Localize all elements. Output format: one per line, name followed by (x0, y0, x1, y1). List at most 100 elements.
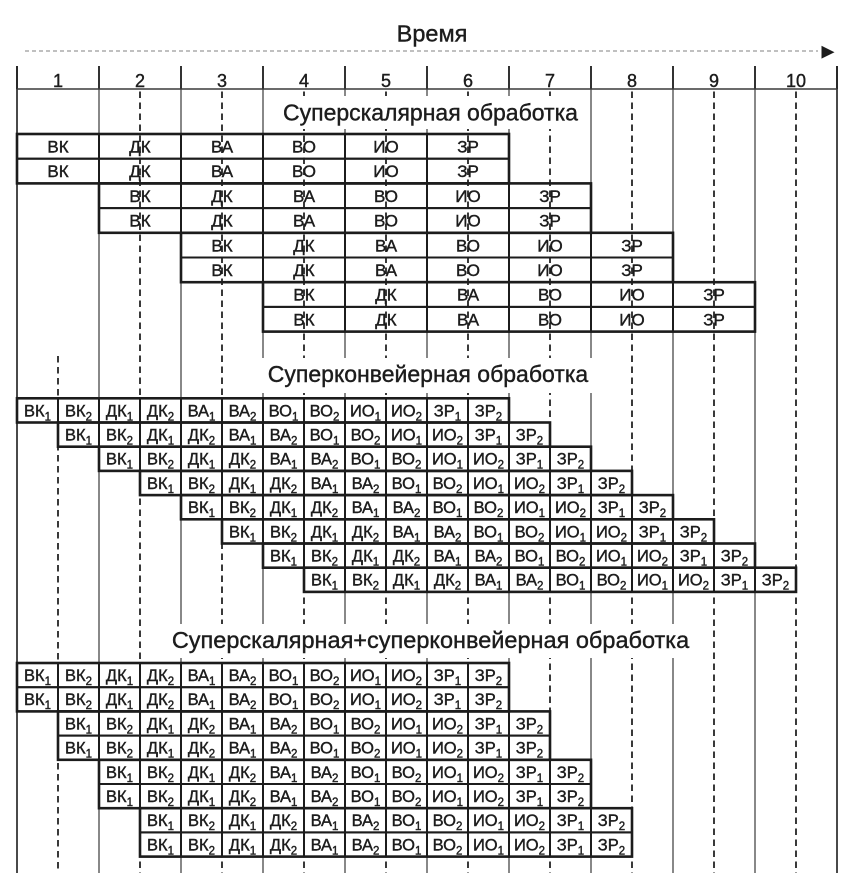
svg-text:ВО1: ВО1 (310, 427, 340, 448)
svg-text:8: 8 (627, 71, 637, 91)
svg-text:ВО2: ВО2 (433, 836, 463, 857)
svg-text:ЗР2: ЗР2 (516, 427, 543, 448)
svg-text:ВО: ВО (456, 236, 480, 255)
svg-text:ВК1: ВК1 (188, 499, 215, 520)
svg-text:ЗР1: ЗР1 (434, 402, 461, 423)
svg-text:ВК: ВК (293, 310, 314, 329)
svg-text:ВО2: ВО2 (310, 691, 340, 712)
svg-text:10: 10 (786, 71, 806, 91)
svg-text:ДК2: ДК2 (229, 788, 256, 809)
svg-text:2: 2 (135, 71, 145, 91)
svg-text:ИО: ИО (455, 212, 480, 231)
svg-text:ЗР: ЗР (621, 261, 643, 280)
svg-text:ДК1: ДК1 (106, 402, 133, 423)
svg-text:ЗР: ЗР (621, 236, 643, 255)
svg-text:ЗР2: ЗР2 (680, 523, 707, 544)
svg-text:ВА1: ВА1 (311, 812, 339, 833)
svg-text:ВК2: ВК2 (147, 764, 174, 785)
svg-text:ИО1: ИО1 (637, 572, 668, 593)
svg-text:ВА2: ВА2 (352, 475, 380, 496)
svg-text:ВА: ВА (457, 310, 480, 329)
svg-text:ВА1: ВА1 (352, 499, 380, 520)
svg-text:ВО1: ВО1 (433, 499, 463, 520)
svg-text:ВА: ВА (375, 236, 398, 255)
svg-text:ЗР2: ЗР2 (639, 499, 666, 520)
svg-text:ВО1: ВО1 (310, 740, 340, 761)
svg-text:ВО: ВО (292, 162, 316, 181)
svg-text:ЗР2: ЗР2 (475, 667, 502, 688)
svg-text:ВО1: ВО1 (351, 788, 381, 809)
svg-text:ВО2: ВО2 (310, 667, 340, 688)
svg-text:ИО: ИО (537, 236, 562, 255)
svg-text:ВК2: ВК2 (65, 691, 92, 712)
svg-text:5: 5 (381, 71, 391, 91)
svg-text:ВА1: ВА1 (229, 427, 257, 448)
svg-text:ВА2: ВА2 (393, 499, 421, 520)
svg-text:ВК1: ВК1 (229, 523, 256, 544)
svg-text:ВА: ВА (457, 286, 480, 305)
svg-text:6: 6 (463, 71, 473, 91)
svg-text:ВА2: ВА2 (352, 836, 380, 857)
svg-text:ЗР2: ЗР2 (721, 548, 748, 569)
svg-text:ИО: ИО (537, 261, 562, 280)
svg-text:ДК1: ДК1 (147, 715, 174, 736)
svg-text:ИО: ИО (373, 162, 398, 181)
svg-text:ЗР1: ЗР1 (680, 548, 707, 569)
svg-text:ВА1: ВА1 (229, 740, 257, 761)
svg-text:ВА1: ВА1 (311, 836, 339, 857)
svg-text:ВО1: ВО1 (269, 667, 299, 688)
svg-text:ИО2: ИО2 (514, 836, 545, 857)
svg-text:ВО2: ВО2 (392, 451, 422, 472)
svg-text:ЗР: ЗР (703, 286, 725, 305)
svg-text:ЗР2: ЗР2 (557, 788, 584, 809)
svg-text:ЗР1: ЗР1 (639, 523, 666, 544)
svg-text:ВА1: ВА1 (270, 764, 298, 785)
svg-text:ВА1: ВА1 (393, 523, 421, 544)
svg-text:ИО1: ИО1 (432, 788, 463, 809)
svg-text:ВО2: ВО2 (433, 475, 463, 496)
svg-text:ДК2: ДК2 (434, 572, 461, 593)
svg-text:ДК1: ДК1 (188, 788, 215, 809)
svg-text:1: 1 (53, 71, 63, 91)
svg-text:ВО1: ВО1 (269, 402, 299, 423)
svg-text:ИО1: ИО1 (432, 764, 463, 785)
svg-text:ВА: ВА (293, 187, 316, 206)
svg-text:ВК1: ВК1 (65, 715, 92, 736)
svg-text:ИО2: ИО2 (678, 572, 709, 593)
svg-text:ЗР: ЗР (457, 162, 479, 181)
svg-text:ИО2: ИО2 (432, 715, 463, 736)
svg-text:ВК: ВК (129, 212, 150, 231)
svg-text:ВА2: ВА2 (352, 812, 380, 833)
svg-text:ВО: ВО (456, 261, 480, 280)
svg-text:ВК1: ВК1 (147, 475, 174, 496)
svg-text:ВК: ВК (211, 261, 232, 280)
svg-text:ВА1: ВА1 (188, 691, 216, 712)
svg-text:ДК1: ДК1 (188, 764, 215, 785)
svg-text:ВК2: ВК2 (147, 451, 174, 472)
svg-text:ДК2: ДК2 (147, 667, 174, 688)
svg-text:ВО: ВО (292, 138, 316, 157)
svg-text:ВА2: ВА2 (311, 764, 339, 785)
svg-text:ВО2: ВО2 (351, 715, 381, 736)
svg-text:ИО: ИО (455, 187, 480, 206)
svg-text:ВО1: ВО1 (474, 523, 504, 544)
svg-text:ДК1: ДК1 (229, 475, 256, 496)
svg-text:ИО2: ИО2 (391, 691, 422, 712)
svg-text:ИО1: ИО1 (555, 523, 586, 544)
svg-text:ЗР1: ЗР1 (434, 691, 461, 712)
svg-text:ВК1: ВК1 (147, 812, 174, 833)
svg-text:ИО: ИО (373, 138, 398, 157)
svg-text:ВО2: ВО2 (351, 740, 381, 761)
svg-text:ВА2: ВА2 (229, 691, 257, 712)
svg-text:ВО2: ВО2 (556, 548, 586, 569)
svg-text:ВА1: ВА1 (434, 548, 462, 569)
svg-text:ВК2: ВК2 (106, 427, 133, 448)
svg-text:ВА2: ВА2 (229, 402, 257, 423)
svg-text:ЗР: ЗР (539, 212, 561, 231)
svg-text:ИО2: ИО2 (637, 548, 668, 569)
svg-text:ЗР2: ЗР2 (475, 691, 502, 712)
svg-text:ВА: ВА (211, 138, 234, 157)
svg-text:Суперскалярная обработка: Суперскалярная обработка (283, 100, 578, 126)
svg-text:ВК1: ВК1 (65, 740, 92, 761)
svg-text:ВО1: ВО1 (269, 691, 299, 712)
